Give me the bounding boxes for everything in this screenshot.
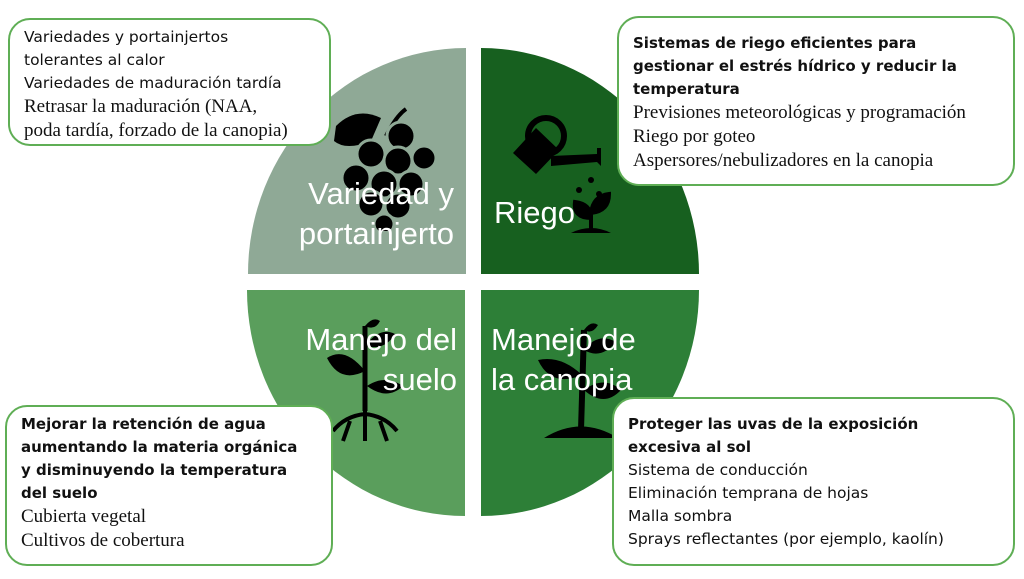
variety-info-box: Variedades y portainjertos tolerantes al… <box>8 18 331 146</box>
quadrant-label: Manejo de la canopia <box>491 322 636 397</box>
quadrant-label: Riego <box>494 195 575 230</box>
grapes-icon <box>334 107 436 231</box>
quadrant-label: Variedad y portainjerto <box>298 176 454 251</box>
canopy-info-box: Proteger las uvas de la exposición exces… <box>612 397 1015 566</box>
quadrant-variety: Variedad y portainjerto <box>248 48 466 274</box>
soil-info-box: Mejorar la retención de agua aumentando … <box>5 405 333 566</box>
watering-can-icon <box>513 115 611 233</box>
plant-icon <box>538 323 621 438</box>
plant-roots-icon <box>327 319 403 442</box>
irrigation-info-box: Sistemas de riego eficientes para gestio… <box>617 16 1015 186</box>
quadrant-label: Manejo del suelo <box>305 322 457 397</box>
